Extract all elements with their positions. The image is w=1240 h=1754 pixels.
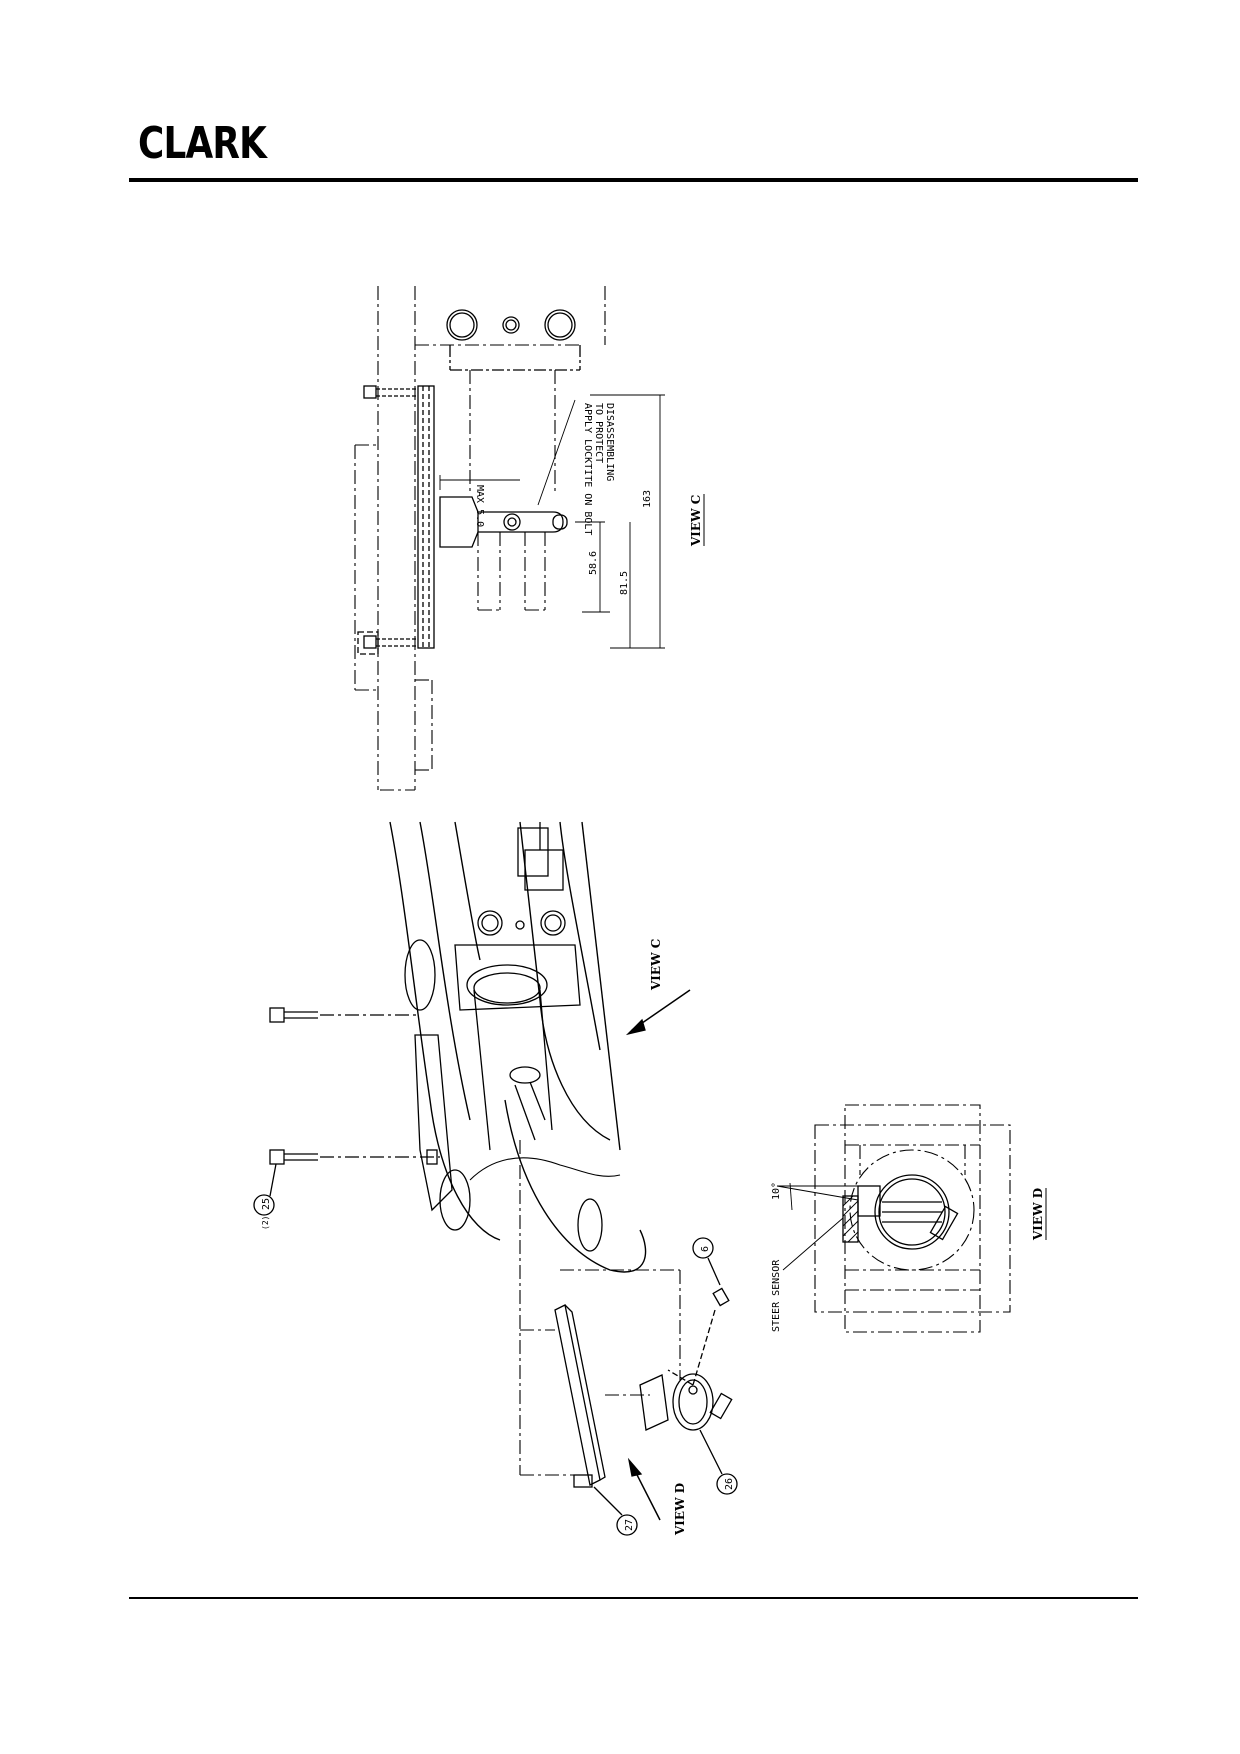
view-c-drawing: MAX 5.0 APPLY LOCKTITE ON BOLT TO PROTEC…	[354, 286, 705, 791]
view-d-angle-label: 10°	[771, 1182, 782, 1200]
view-d-title: VIEW D	[1031, 1188, 1045, 1241]
footer-rule	[129, 1597, 1138, 1599]
steer-sensor-label: STEER SENSOR	[771, 1259, 782, 1332]
logo-text: CLARK	[138, 120, 268, 164]
locktite-note-1: APPLY LOCKTITE ON BOLT	[582, 403, 593, 535]
dimension-163: 163	[642, 490, 653, 508]
header-rule	[129, 178, 1138, 182]
view-d-arrow-label: VIEW D	[673, 1483, 687, 1536]
locktite-note-2: TO PROTECT	[593, 403, 604, 463]
dimension-58-6: 58.6	[588, 551, 599, 575]
view-c-title: VIEW C	[689, 495, 703, 547]
main-assembly-drawing: VIEW C 25 (2) 6 2	[253, 821, 738, 1536]
clark-logo: CLARK	[138, 120, 268, 164]
callout-25: 25	[261, 1198, 272, 1210]
callout-26: 26	[724, 1478, 735, 1490]
max-dimension-label: MAX 5.0	[474, 485, 485, 527]
callout-25-qty: (2)	[261, 1216, 270, 1230]
dimension-81-5: 81.5	[619, 571, 630, 595]
view-d-drawing: 10° STEER SENSOR VIEW D	[771, 1104, 1047, 1333]
callout-27: 27	[624, 1519, 635, 1531]
view-c-arrow-label: VIEW C	[649, 939, 663, 991]
callout-6: 6	[700, 1246, 711, 1252]
locktite-note-3: DISASSEMBLING	[604, 403, 615, 481]
